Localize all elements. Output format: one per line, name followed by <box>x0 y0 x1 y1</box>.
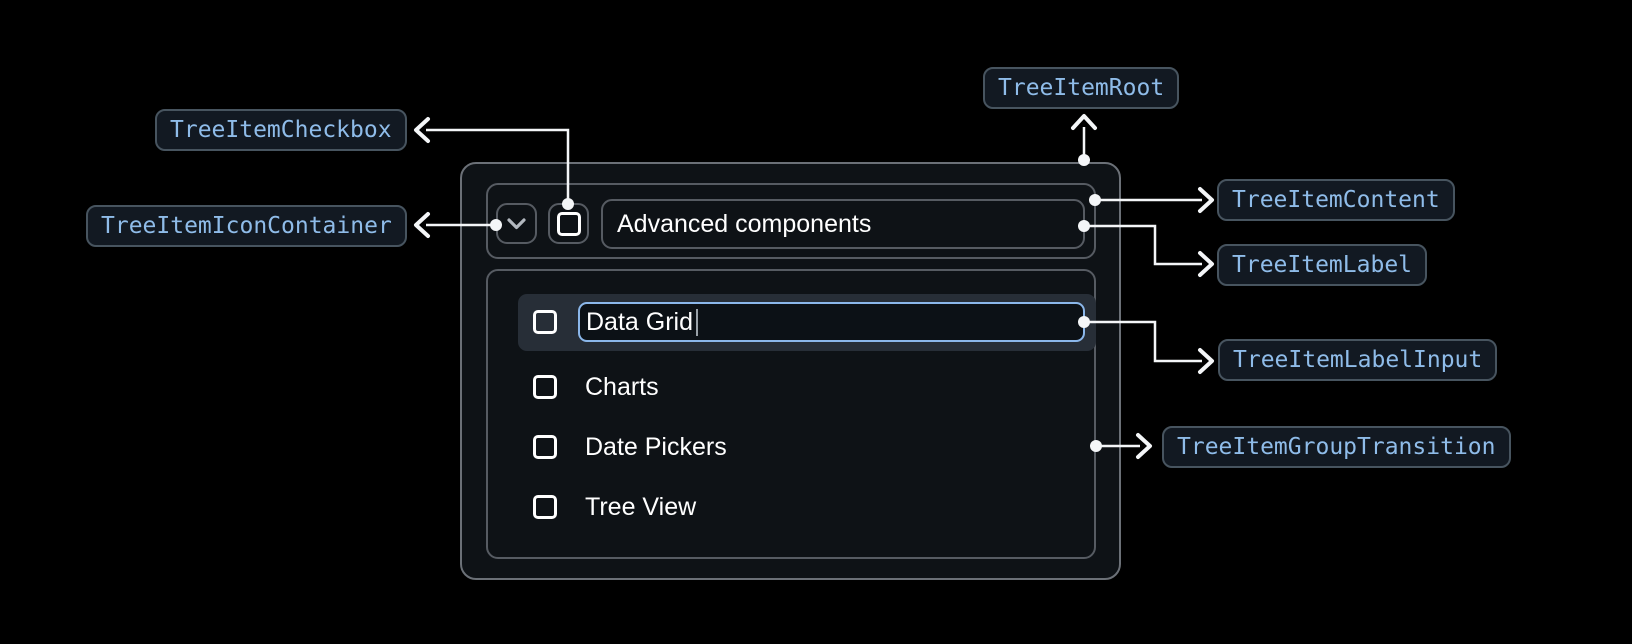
annotation-tree-item-group-transition: TreeItemGroupTransition <box>1162 426 1511 468</box>
annotation-tree-item-checkbox: TreeItemCheckbox <box>155 109 407 151</box>
annotation-tree-item-label-input: TreeItemLabelInput <box>1218 339 1498 381</box>
item-checkbox-charts[interactable] <box>533 375 557 399</box>
annotation-tree-item-icon-container: TreeItemIconContainer <box>86 205 407 247</box>
tree-item-root <box>460 162 1121 580</box>
tree-item-group-transition <box>486 269 1096 559</box>
arrowhead-left-icon-container <box>414 212 430 238</box>
item-checkbox-date-pickers[interactable] <box>533 435 557 459</box>
annotation-tree-item-content: TreeItemContent <box>1217 179 1455 221</box>
tree-item-label-input[interactable]: Data Grid <box>578 302 1085 342</box>
label-input-value: Data Grid <box>586 307 693 336</box>
tree-item-label[interactable]: Advanced components <box>601 199 1085 249</box>
tree-item-checkbox[interactable] <box>548 203 589 244</box>
checkbox-unchecked-icon <box>556 211 581 236</box>
item-label-charts[interactable]: Charts <box>585 372 659 401</box>
annotation-tree-item-root: TreeItemRoot <box>983 67 1180 109</box>
arrowhead-left-checkbox <box>414 117 430 143</box>
chevron-down-icon <box>507 218 526 230</box>
parent-item-label: Advanced components <box>617 209 872 238</box>
item-label-tree-view[interactable]: Tree View <box>585 492 697 521</box>
tree-item-content[interactable] <box>486 183 1096 259</box>
item-checkbox-data-grid[interactable] <box>533 310 557 334</box>
arrowhead-right-content <box>1198 187 1214 213</box>
arrowhead-right-label <box>1198 251 1214 277</box>
item-checkbox-tree-view[interactable] <box>533 495 557 519</box>
text-caret <box>695 308 699 336</box>
item-label-date-pickers[interactable]: Date Pickers <box>585 432 727 461</box>
annotation-tree-item-label: TreeItemLabel <box>1217 244 1428 286</box>
arrowhead-right-label-input <box>1198 348 1214 374</box>
arrowhead-up-root <box>1071 114 1097 130</box>
arrowhead-right-group-transition <box>1136 433 1152 459</box>
tree-item-icon-container[interactable] <box>496 203 537 244</box>
